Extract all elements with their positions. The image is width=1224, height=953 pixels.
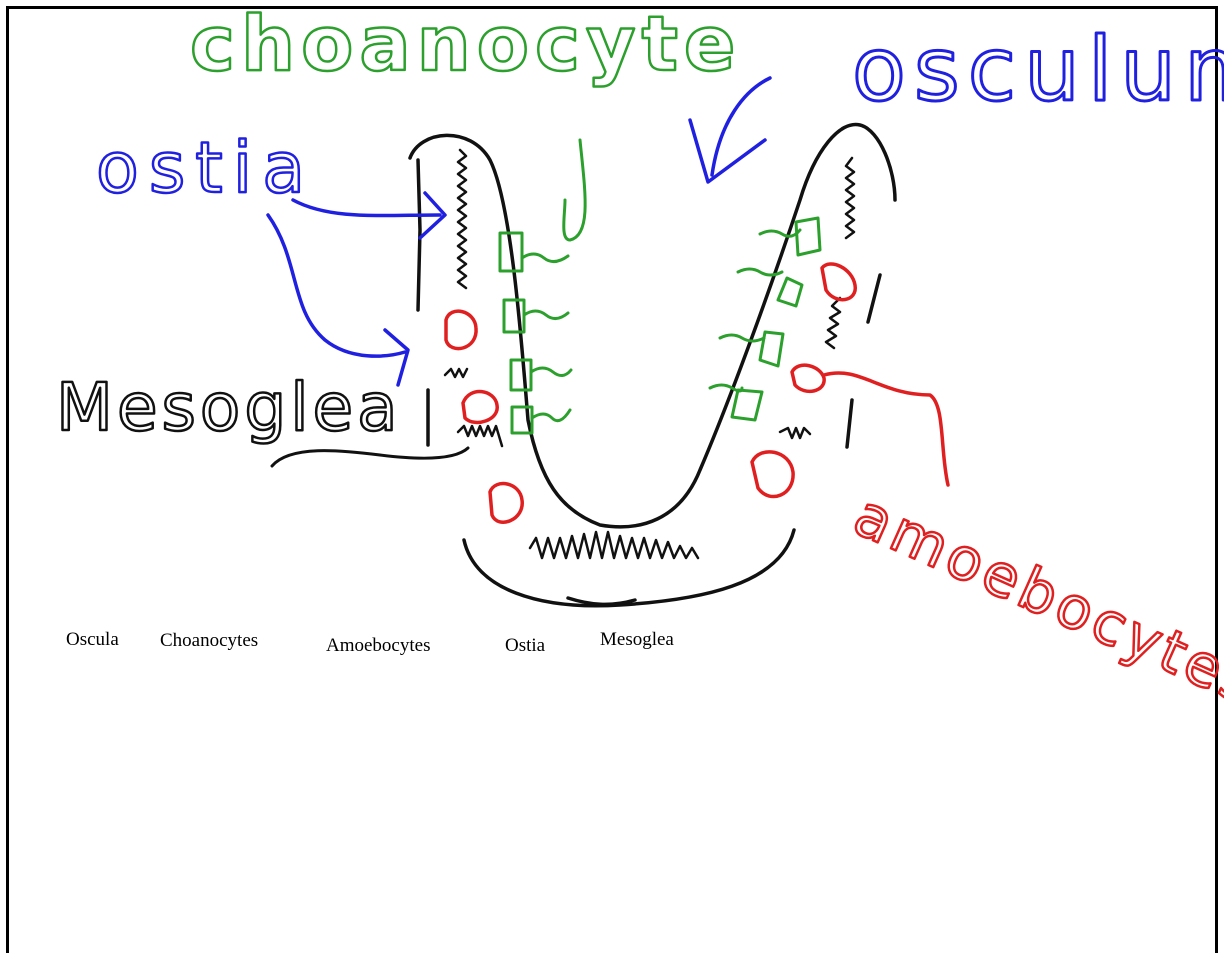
word-bank-mesoglea: Mesoglea bbox=[600, 629, 674, 651]
label-osculum: osculum bbox=[852, 18, 1224, 121]
mesoglea-pointer bbox=[272, 448, 468, 466]
word-bank-choanocytes: Choanocytes bbox=[160, 630, 258, 652]
label-mesoglea: Mesoglea bbox=[56, 369, 402, 446]
word-bank-amoebocytes: Amoebocytes bbox=[326, 635, 430, 657]
label-ostia: ostia bbox=[96, 127, 315, 209]
word-bank-ostia: Ostia bbox=[505, 635, 545, 657]
word-bank-oscula: Oscula bbox=[66, 629, 119, 651]
label-amoebocytes: amoebocytes bbox=[844, 481, 1224, 720]
sponge-outline bbox=[410, 124, 895, 605]
label-choanocyte: choanocyte bbox=[190, 0, 741, 88]
